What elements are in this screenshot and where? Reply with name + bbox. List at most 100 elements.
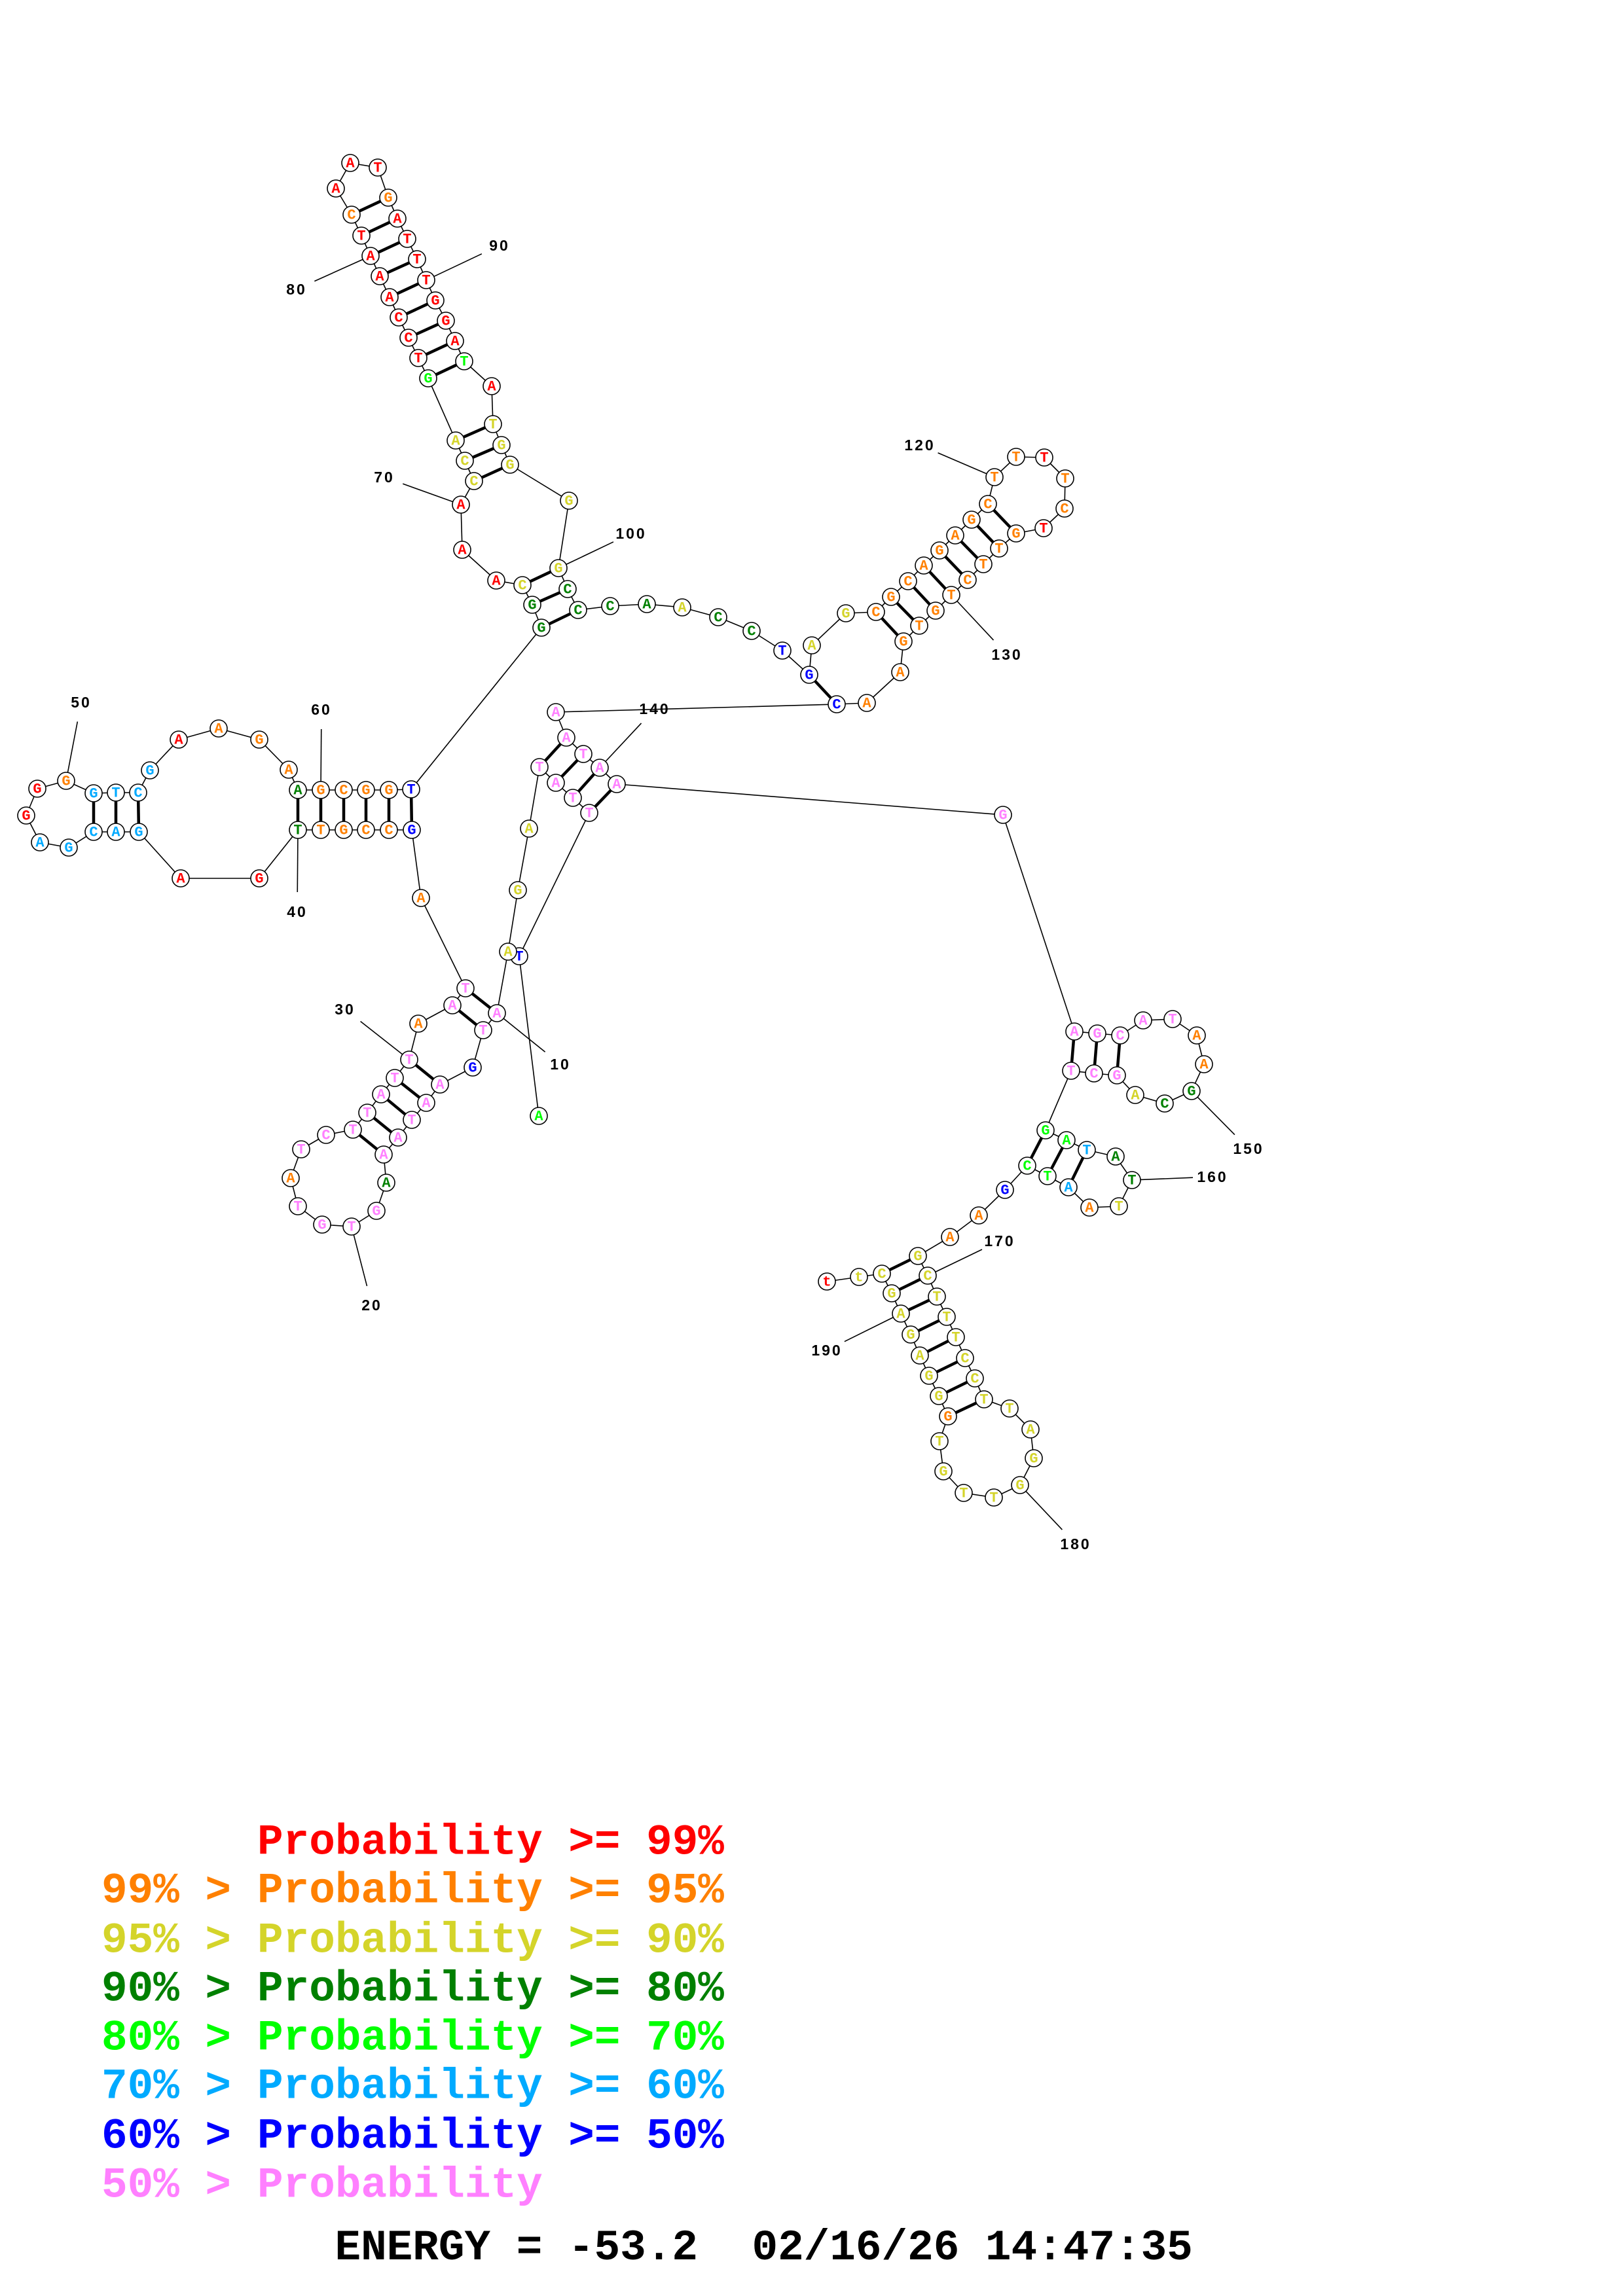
backbone-segment [507, 889, 519, 952]
nucleotide-circle [358, 1103, 376, 1122]
base-pair-bond [470, 992, 492, 1010]
legend-prefix: 70% > [101, 2062, 257, 2111]
base-pair-bond [424, 343, 449, 356]
nucleotide-circle [31, 833, 49, 852]
nucleotide-letter: G [537, 620, 545, 637]
nucleotide-letter: T [347, 1219, 356, 1236]
nucleotide-letter: T [585, 806, 593, 822]
nucleotide-186: G [930, 1387, 948, 1405]
nucleotide-letter: A [286, 1171, 295, 1187]
nucleotide-105: A [673, 598, 691, 617]
position-tick [360, 1020, 403, 1055]
backbone-segment [528, 766, 540, 829]
nucleotide-circle [946, 526, 964, 545]
position-label-170: 170 [984, 1232, 1015, 1249]
nucleotide-circle [800, 666, 818, 684]
nucleotide-circle [464, 1058, 482, 1077]
base-pair-bond [409, 796, 414, 823]
nucleotide-circle [456, 452, 474, 470]
nucleotide-letter: T [1127, 1173, 1136, 1189]
legend-row: 95% > Probability >= 90% [101, 1916, 724, 1965]
nucleotide-107: C [742, 622, 761, 640]
nucleotide-letter: C [903, 574, 912, 590]
nucleotide-circle [313, 1215, 331, 1234]
nucleotide-letter: A [385, 290, 394, 306]
nucleotide-123: T [1056, 469, 1074, 488]
nucleotide-letter: T [979, 557, 987, 573]
nucleotide-letter: T [407, 782, 415, 798]
nucleotide-49: G [28, 780, 46, 798]
nucleotide-letter: G [316, 783, 325, 799]
nucleotide-187: G [920, 1367, 938, 1385]
nucleotide-77: C [390, 308, 408, 327]
nucleotide-circle [379, 188, 397, 207]
nucleotide-114: C [899, 572, 917, 590]
position-label-70: 70 [374, 469, 395, 486]
nucleotide-circle [400, 1050, 418, 1069]
nucleotide-letter: T [990, 470, 998, 486]
base-pair-bond [547, 612, 572, 626]
nucleotide-circle [388, 209, 407, 228]
position-tick [566, 541, 614, 565]
nucleotide-64: T [402, 780, 420, 798]
nucleotide-letter: T [293, 1199, 302, 1215]
base-pair-bond [386, 1098, 407, 1116]
nucleotide-circle [1057, 1131, 1076, 1149]
nucleotide-4: T [564, 789, 582, 807]
nucleotide-179: G [1025, 1449, 1043, 1467]
nucleotide-letter: T [535, 760, 543, 776]
base-pair-bond [928, 570, 947, 590]
nucleotide-circle [837, 604, 855, 622]
nucleotide-circle [250, 869, 268, 888]
nucleotide-letter: G [384, 190, 392, 207]
nucleotide-146: A [1134, 1011, 1152, 1030]
base-pair-bond [992, 509, 1012, 529]
nucleotide-circle [557, 728, 575, 747]
base-pair-bond [357, 200, 382, 213]
nucleotide-38: G [335, 821, 353, 839]
nucleotide-letter: C [1160, 1096, 1169, 1113]
nucleotide-letter: G [1015, 1478, 1024, 1494]
nucleotide-circle [380, 781, 398, 799]
backbone-segment [1002, 814, 1075, 1032]
nucleotide-letter: G [1112, 1068, 1121, 1085]
base-pair-bonds [92, 200, 1122, 1414]
nucleotide-circle [920, 1367, 938, 1385]
nucleotide-letter: A [293, 783, 302, 799]
nucleotide-letter: C [404, 331, 412, 347]
nucleotide-letter: T [935, 1434, 943, 1450]
nucleotide-circle [417, 1094, 435, 1112]
nucleotide-letter: T [568, 791, 577, 807]
nucleotide-letter: T [414, 351, 422, 367]
nucleotide-letter: A [534, 1109, 543, 1125]
nucleotide-24: T [292, 1140, 310, 1158]
legend-row: 99% > Probability >= 95% [101, 1867, 724, 1916]
nucleotide-60: G [312, 781, 330, 799]
nucleotide-22: T [289, 1197, 307, 1215]
nucleotide-letter: T [959, 1486, 968, 1502]
nucleotide-73: A [447, 431, 465, 450]
base-pair-bond [907, 1299, 931, 1312]
position-label-50: 50 [71, 694, 92, 711]
nucleotide-circle [289, 821, 307, 839]
nucleotide-127: T [990, 539, 1008, 558]
base-pair-bond [1093, 1040, 1099, 1067]
nucleotide-circle [828, 695, 846, 713]
nucleotide-letter: A [896, 1306, 905, 1323]
nucleotide-113: G [882, 588, 900, 606]
nucleotide-circle [107, 823, 125, 841]
nucleotide-letter: A [642, 597, 651, 613]
nucleotide-letter: A [1192, 1028, 1201, 1045]
nucleotide-172: T [938, 1308, 956, 1326]
nucleotide-43: G [130, 823, 148, 841]
nucleotide-letter: A [919, 558, 928, 575]
nucleotide-circle [970, 1206, 988, 1225]
nucleotide-circle [1034, 519, 1053, 537]
nucleotide-50: G [57, 772, 75, 790]
base-pair-bond [399, 1081, 422, 1100]
nucleotide-letter: A [422, 1096, 431, 1112]
nucleotide-80: A [361, 247, 380, 265]
nucleotide-circle [1056, 469, 1074, 488]
